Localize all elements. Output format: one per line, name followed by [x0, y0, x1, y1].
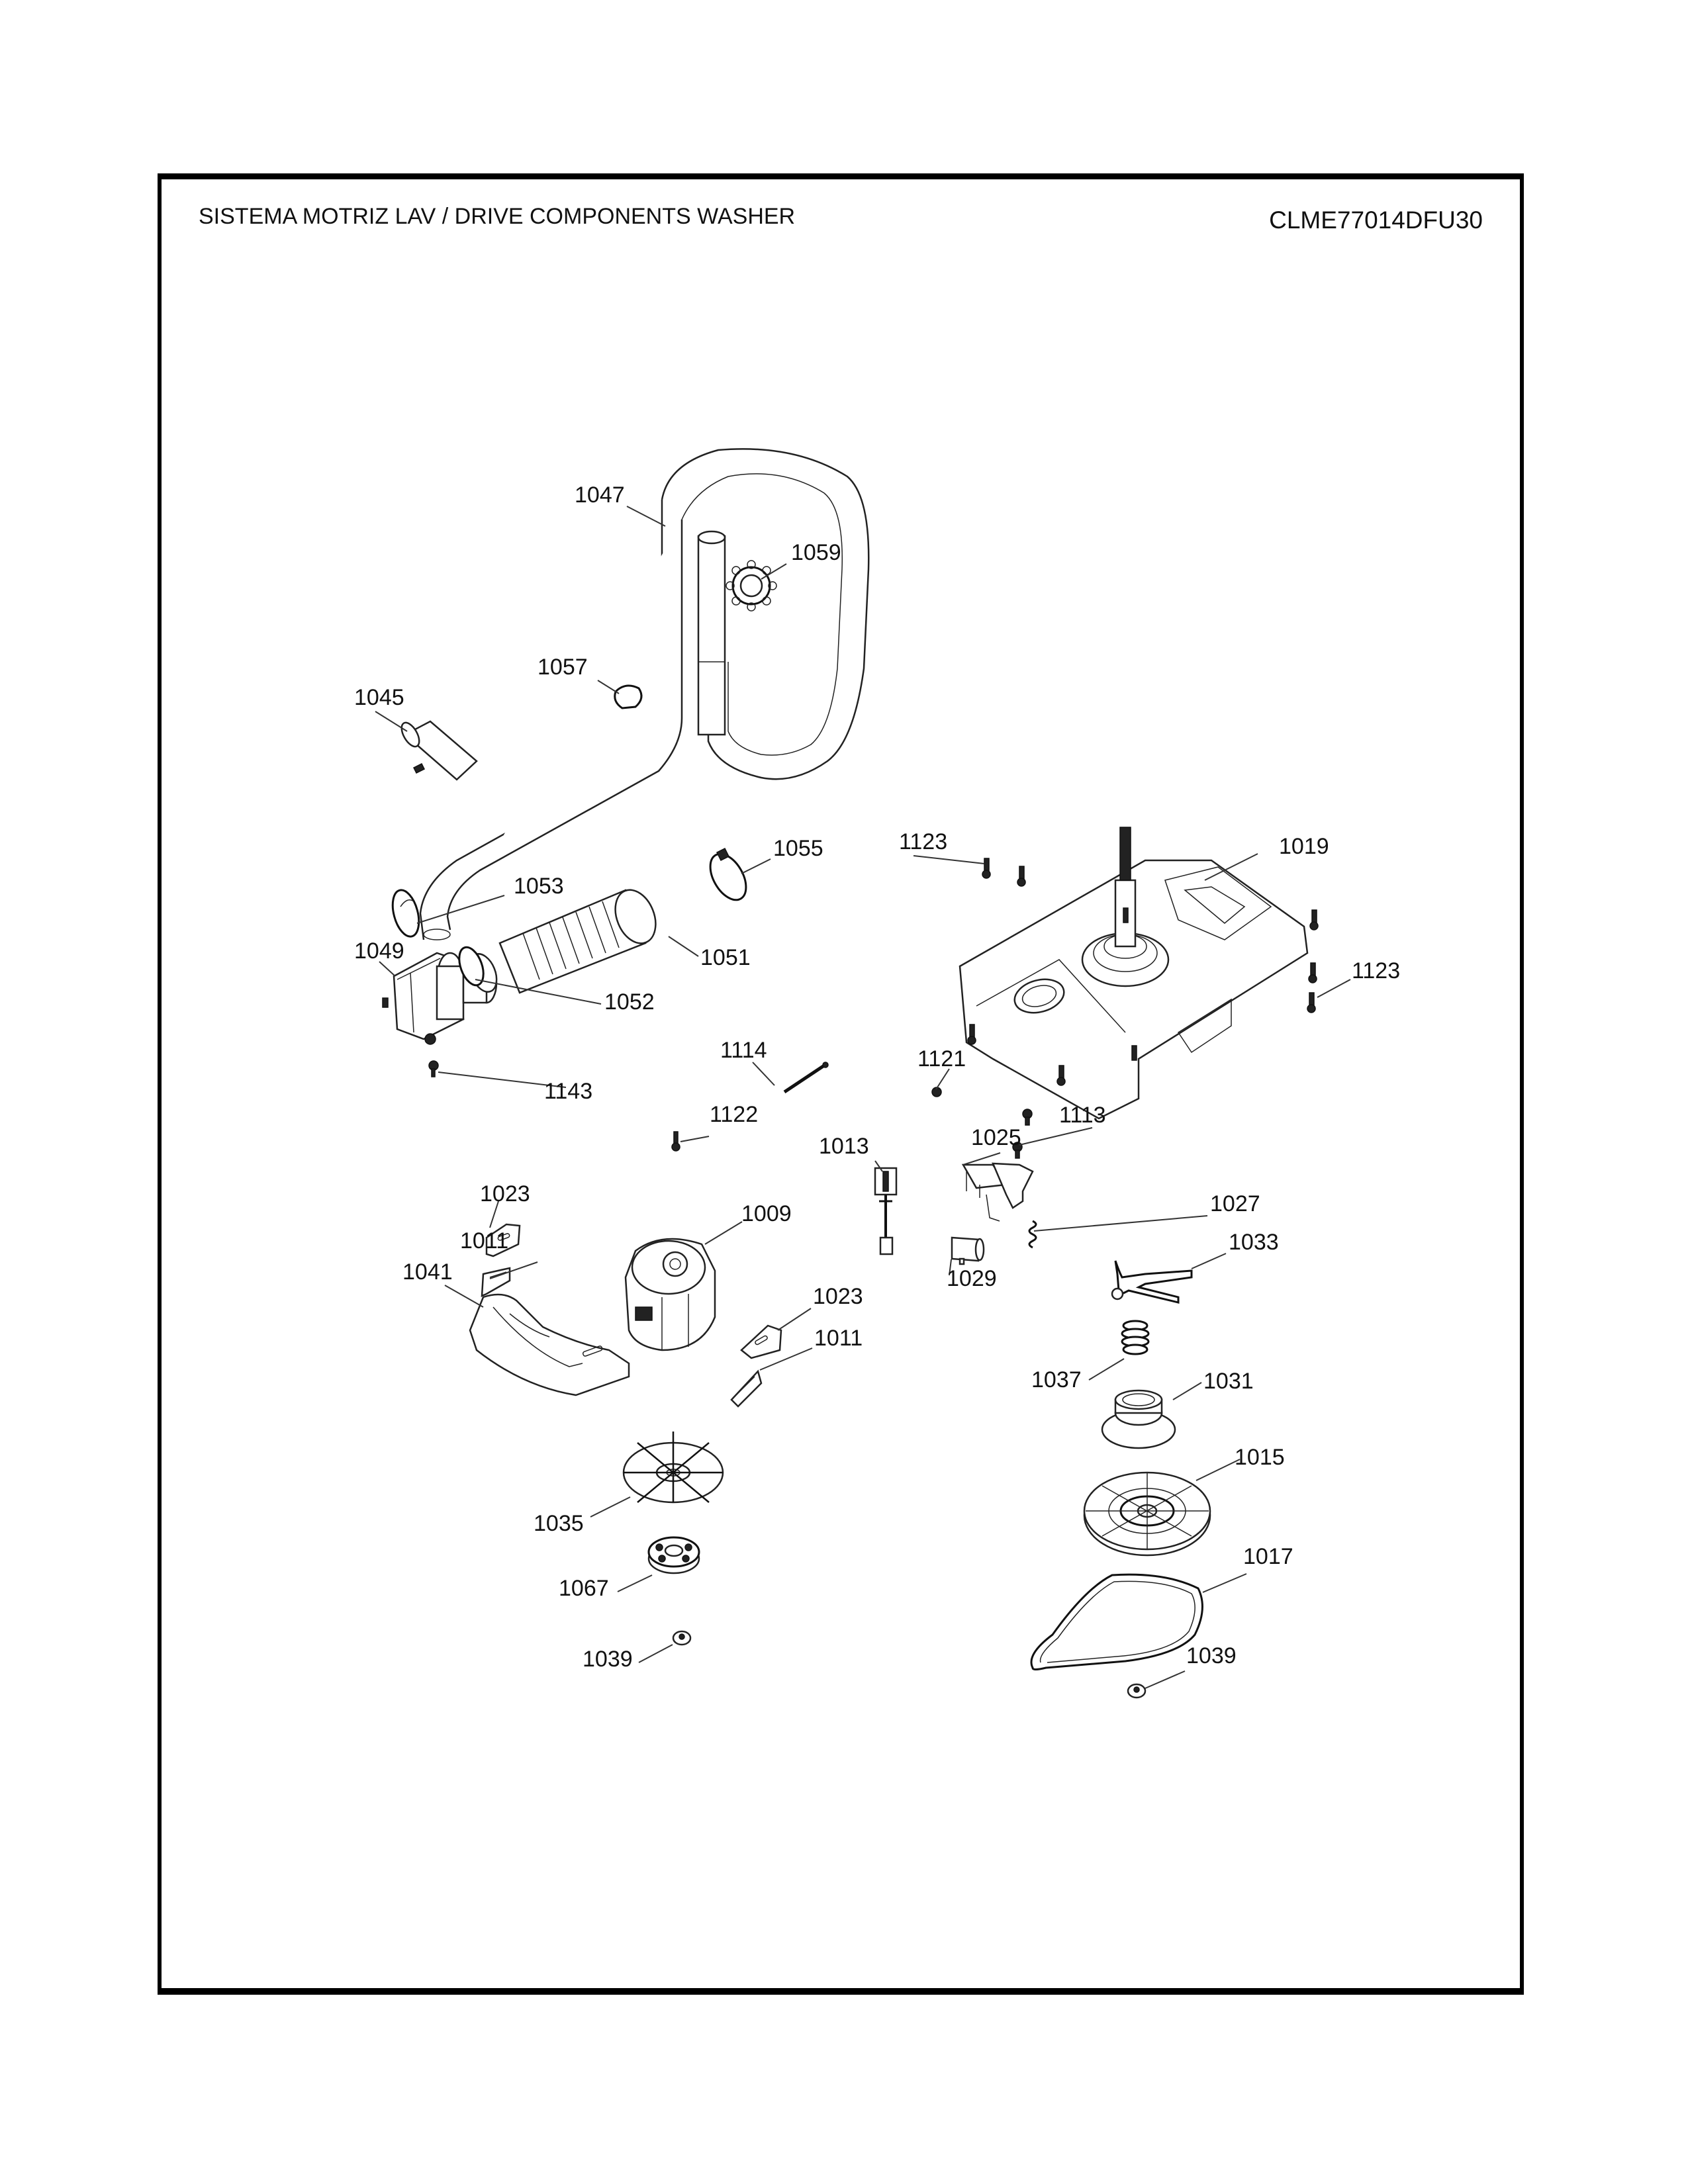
part-1067-motor-pulley[interactable]: [647, 1536, 700, 1574]
label-1023-left: 1023: [480, 1181, 530, 1206]
label-1067: 1067: [559, 1576, 609, 1601]
part-1017-belt[interactable]: [1030, 1573, 1203, 1670]
part-1041-motor-cover[interactable]: [469, 1293, 630, 1396]
part-1027-spring[interactable]: [1028, 1220, 1037, 1249]
label-1009: 1009: [741, 1201, 792, 1226]
label-1033: 1033: [1229, 1230, 1279, 1255]
label-1122: 1122: [710, 1102, 759, 1127]
part-1011-motor-mount-bracket-a[interactable]: [481, 1267, 511, 1297]
label-1053: 1053: [514, 874, 564, 899]
label-1039-left: 1039: [583, 1647, 633, 1672]
part-1047-drain-hose[interactable]: [419, 448, 870, 940]
part-1051-bellows-hose[interactable]: [465, 884, 663, 996]
label-1039-right: 1039: [1186, 1643, 1237, 1668]
part-1143-screw[interactable]: [428, 1060, 439, 1077]
label-1035: 1035: [534, 1511, 584, 1536]
label-1055: 1055: [773, 836, 823, 861]
label-1052: 1052: [604, 989, 655, 1015]
label-1013: 1013: [819, 1134, 869, 1159]
label-1113: 1113: [1059, 1103, 1106, 1128]
part-1045-capacitor[interactable]: [398, 720, 478, 781]
label-1031: 1031: [1203, 1369, 1254, 1394]
label-1041: 1041: [402, 1259, 453, 1285]
label-1027: 1027: [1210, 1191, 1260, 1216]
part-1052-wire-clamp[interactable]: [455, 944, 489, 988]
part-1023-motor-mount-pad-b[interactable]: [740, 1324, 782, 1359]
part-1037-coil-spring[interactable]: [1121, 1320, 1150, 1355]
label-1029: 1029: [947, 1266, 997, 1291]
page-border: [158, 173, 1524, 1995]
label-1023-right: 1023: [813, 1284, 863, 1309]
label-1049: 1049: [354, 938, 404, 964]
part-1011-motor-mount-bracket-b[interactable]: [730, 1369, 763, 1408]
part-1057-hose-clamp-holder[interactable]: [614, 684, 643, 709]
label-1011-right: 1011: [814, 1326, 863, 1351]
part-1035-fan[interactable]: [622, 1432, 724, 1504]
label-1123-right: 1123: [1352, 958, 1401, 983]
part-1039-nut-a[interactable]: [672, 1630, 692, 1646]
label-1123-top: 1123: [899, 829, 948, 854]
label-1019: 1019: [1279, 834, 1329, 859]
part-1033-clutch-lever[interactable]: [1111, 1260, 1193, 1304]
part-1053-wire-clamp[interactable]: [388, 887, 423, 940]
part-1013-actuator-rod[interactable]: [874, 1167, 898, 1255]
part-1009-motor[interactable]: [624, 1238, 716, 1351]
label-1011-left: 1011: [460, 1228, 509, 1253]
label-1017: 1017: [1243, 1544, 1293, 1569]
part-1029-solenoid[interactable]: [951, 1236, 985, 1265]
part-1114-pin[interactable]: [783, 1062, 829, 1094]
label-1047: 1047: [575, 482, 625, 508]
part-1015-pulley[interactable]: [1083, 1471, 1211, 1557]
label-1025: 1025: [971, 1125, 1021, 1150]
label-1114: 1114: [720, 1038, 767, 1063]
label-1015: 1015: [1235, 1445, 1285, 1470]
part-1122-screw[interactable]: [671, 1131, 680, 1152]
part-1023-motor-mount-pad-a[interactable]: [485, 1223, 521, 1257]
label-1059: 1059: [791, 540, 841, 565]
part-1031-coupling-gear[interactable]: [1101, 1389, 1176, 1449]
part-1025-clutch-switch-assembly[interactable]: [961, 1162, 1034, 1222]
part-1019-transmission-bracket[interactable]: [959, 827, 1309, 1120]
part-1039-nut-b[interactable]: [1127, 1683, 1147, 1699]
part-1059-hose-clip[interactable]: [726, 560, 777, 612]
leader-lines: [375, 506, 1351, 1689]
label-1051: 1051: [700, 945, 751, 970]
label-1121: 1121: [917, 1046, 966, 1071]
label-1057: 1057: [538, 655, 588, 680]
page-title: SISTEMA MOTRIZ LAV / DRIVE COMPONENTS WA…: [199, 204, 796, 229]
label-1143: 1143: [544, 1079, 593, 1104]
part-1123-bolts[interactable]: [967, 858, 1319, 1086]
part-1055-hose-clamp[interactable]: [703, 847, 753, 906]
model-number: CLME77014DFU30: [1269, 206, 1483, 234]
label-1037: 1037: [1031, 1367, 1082, 1392]
label-1045: 1045: [354, 685, 404, 710]
